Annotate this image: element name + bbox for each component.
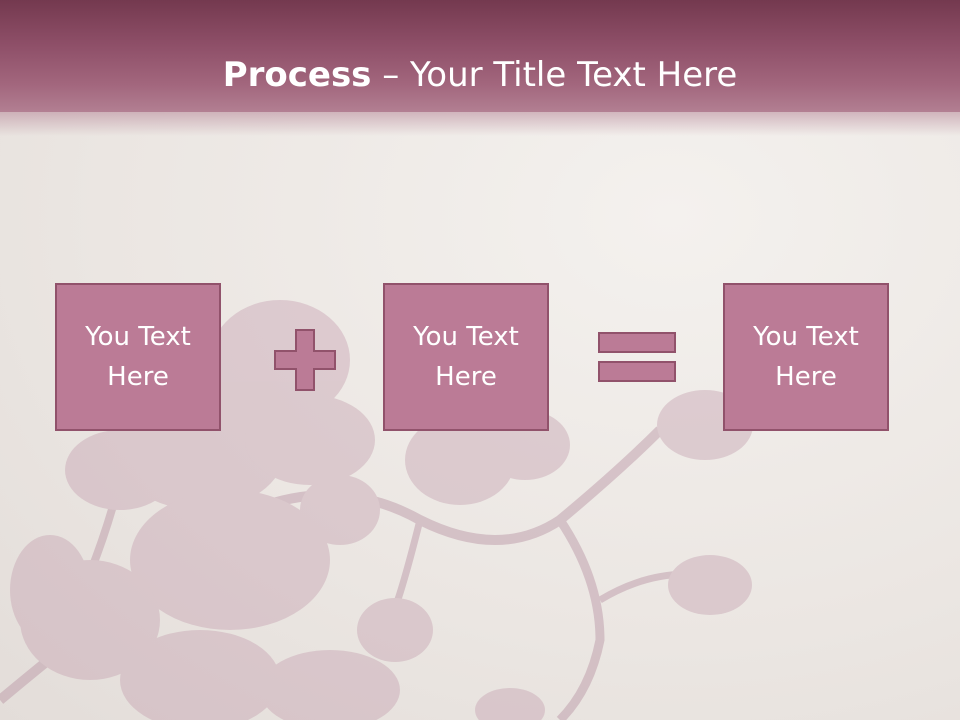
equals-icon-top-bar xyxy=(598,332,676,353)
slide-title: Process – Your Title Text Here xyxy=(0,52,960,98)
process-box-1: You Text Here xyxy=(55,283,221,431)
equals-icon-bottom-bar xyxy=(598,361,676,382)
title-bar-fade xyxy=(0,110,960,136)
process-box-2-text: You Text Here xyxy=(413,322,519,392)
process-box-3-text: You Text Here xyxy=(753,322,859,392)
title-bold: Process xyxy=(222,55,372,95)
process-box-3: You Text Here xyxy=(723,283,889,431)
process-box-2: You Text Here xyxy=(383,283,549,431)
plus-icon xyxy=(274,329,336,391)
process-box-1-text: You Text Here xyxy=(85,322,191,392)
title-rest: – Your Title Text Here xyxy=(371,55,738,95)
title-bar xyxy=(0,0,960,112)
